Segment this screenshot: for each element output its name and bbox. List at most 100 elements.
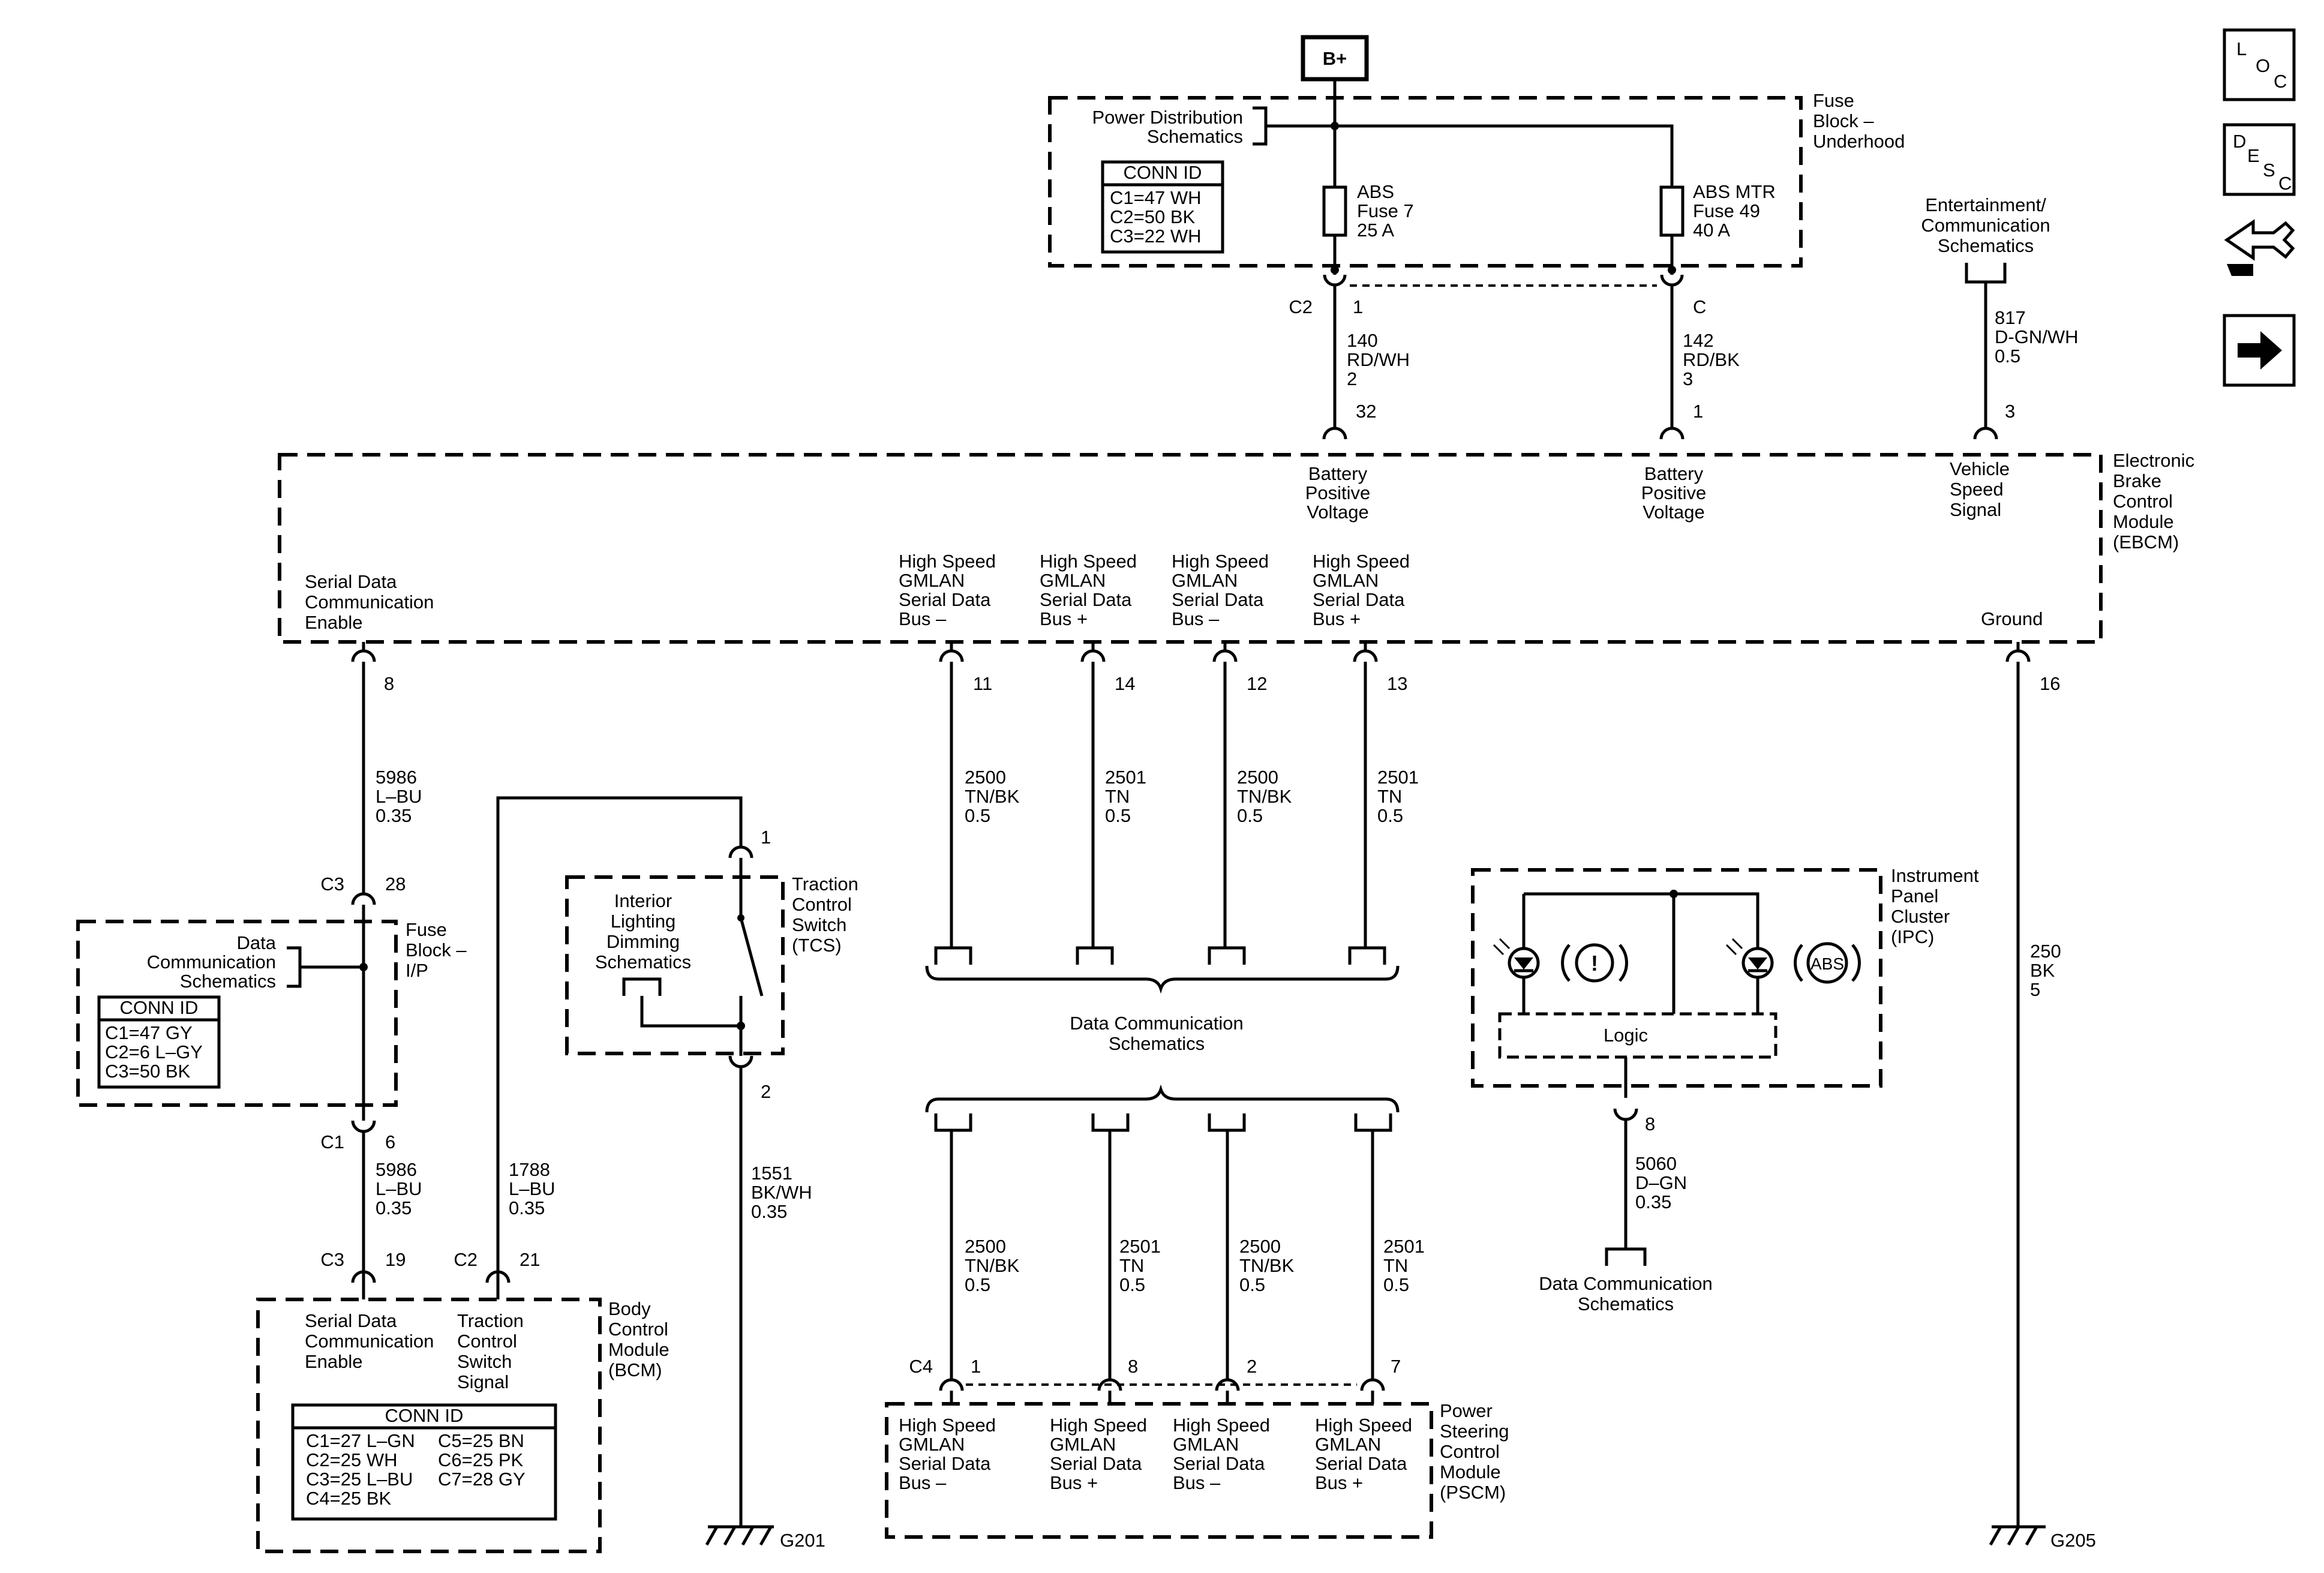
pscm-hs-bus-4: High Speed GMLAN Serial Data Bus + <box>1315 1415 1412 1493</box>
ebcm-vehicle-speed: Vehicle Speed Signal <box>1950 458 2010 520</box>
svg-text:ABS: ABS <box>1810 954 1844 973</box>
pscm-pin-1: 1 <box>971 1356 981 1377</box>
svg-text:3: 3 <box>1683 368 1693 389</box>
fuse-abs-mtr-label: ABS MTR Fuse 49 40 A <box>1693 181 1776 241</box>
svg-text:Bus +: Bus + <box>1313 608 1361 629</box>
svg-text:Communication: Communication <box>147 951 276 972</box>
svg-text:Serial Data: Serial Data <box>1173 1453 1265 1474</box>
pin-19: 19 <box>385 1249 406 1270</box>
ebcm-box <box>278 453 2103 644</box>
svg-text:Fuse 7: Fuse 7 <box>1357 200 1414 221</box>
svg-text:5986: 5986 <box>376 767 417 788</box>
svg-text:Interior: Interior <box>614 890 672 911</box>
svg-text:Serial Data: Serial Data <box>1315 1453 1407 1474</box>
pin-13: 13 <box>1387 673 1407 694</box>
pin-3: 3 <box>2005 401 2015 422</box>
svg-text:Serial Data: Serial Data <box>305 571 397 592</box>
bplus-label: B+ <box>1323 48 1347 69</box>
svg-text:C1=47 GY: C1=47 GY <box>105 1022 193 1043</box>
svg-text:Power: Power <box>1440 1400 1493 1421</box>
pscm-pin-8: 8 <box>1128 1356 1138 1377</box>
svg-text:Schematics: Schematics <box>1147 126 1243 147</box>
ground-g201-icon <box>705 1525 774 1546</box>
svg-text:C3=50 BK: C3=50 BK <box>105 1061 191 1082</box>
conn-c4-label: C4 <box>909 1356 933 1377</box>
svg-text:High Speed: High Speed <box>899 1415 996 1436</box>
svg-text:5986: 5986 <box>376 1159 417 1180</box>
wire-250-label: 250 BK 5 <box>2030 941 2061 1000</box>
next-arrow-icon[interactable] <box>2223 314 2296 387</box>
svg-text:(PSCM): (PSCM) <box>1440 1482 1506 1503</box>
ebcm-battery-voltage-2: Battery Positive Voltage <box>1641 463 1707 523</box>
svg-text:Traction: Traction <box>792 873 858 894</box>
fuse-abs-mtr <box>1659 185 1685 237</box>
wire-140-label: 140 RD/WH 2 <box>1347 330 1410 389</box>
pscm-hs-bus-3: High Speed GMLAN Serial Data Bus – <box>1173 1415 1270 1493</box>
svg-text:Bus +: Bus + <box>1315 1472 1363 1493</box>
loc-icon[interactable]: L O C <box>2223 28 2296 101</box>
abs-warning-icon: ABS <box>1794 942 1861 984</box>
svg-text:C: C <box>2278 173 2292 194</box>
fuse-abs-label: ABS Fuse 7 25 A <box>1357 181 1414 241</box>
svg-text:GMLAN: GMLAN <box>1040 570 1106 591</box>
svg-text:0.35: 0.35 <box>751 1201 787 1222</box>
pin-32: 32 <box>1356 401 1376 422</box>
svg-text:RD/BK: RD/BK <box>1683 349 1740 370</box>
conn-id-bcm: CONN ID C1=27 L–GN C2=25 WH C3=25 L–BU C… <box>291 1403 557 1521</box>
svg-text:Schematics: Schematics <box>595 951 691 972</box>
svg-text:!: ! <box>1591 951 1598 975</box>
svg-text:Enable: Enable <box>305 1351 363 1372</box>
pin-1-bat2: 1 <box>1693 401 1703 422</box>
svg-text:Enable: Enable <box>305 612 363 633</box>
svg-text:Control: Control <box>608 1319 668 1340</box>
fuse-abs <box>1322 185 1347 237</box>
svg-text:Brake: Brake <box>2113 470 2161 491</box>
svg-text:CONN ID: CONN ID <box>385 1405 464 1426</box>
svg-text:0.5: 0.5 <box>1383 1274 1409 1295</box>
ipc-box <box>1471 868 1882 1088</box>
svg-text:250: 250 <box>2030 941 2061 962</box>
ipc-logic-box <box>1498 1012 1777 1059</box>
svg-text:1788: 1788 <box>509 1159 550 1180</box>
svg-text:TN/BK: TN/BK <box>1239 1255 1295 1276</box>
ebcm-title: Electronic Brake Control Module (EBCM) <box>2113 450 2194 553</box>
svg-text:Bus –: Bus – <box>1172 608 1220 629</box>
svg-text:Cluster: Cluster <box>1891 906 1950 927</box>
svg-text:Panel: Panel <box>1891 885 1938 906</box>
svg-text:2: 2 <box>1347 368 1357 389</box>
brake-warning-icon: ! <box>1561 943 1628 983</box>
svg-text:Electronic: Electronic <box>2113 450 2194 471</box>
svg-text:Battery: Battery <box>1644 463 1704 484</box>
conn-c2-label: C2 <box>1289 296 1313 317</box>
conn-c1-label: C1 <box>320 1131 344 1152</box>
tcs-pin-1: 1 <box>761 827 771 848</box>
svg-text:Control: Control <box>792 894 852 915</box>
svg-text:Bus +: Bus + <box>1040 608 1088 629</box>
svg-text:TN/BK: TN/BK <box>965 786 1020 807</box>
ebcm-ground-label: Ground <box>1981 608 2043 629</box>
svg-text:(BCM): (BCM) <box>608 1359 662 1380</box>
svg-text:0.5: 0.5 <box>1105 805 1131 826</box>
pscm-connector-pins <box>939 1378 1385 1404</box>
svg-text:GMLAN: GMLAN <box>899 1434 965 1455</box>
svg-text:C7=28 GY: C7=28 GY <box>438 1469 526 1490</box>
svg-text:C1=47 WH: C1=47 WH <box>1110 187 1201 208</box>
svg-text:C2=25 WH: C2=25 WH <box>306 1449 397 1470</box>
svg-text:Serial Data: Serial Data <box>1172 589 1264 610</box>
svg-text:Block –: Block – <box>1813 110 1874 131</box>
svg-text:Bus +: Bus + <box>1050 1472 1098 1493</box>
svg-text:0.35: 0.35 <box>1635 1191 1671 1212</box>
connector-icon[interactable] <box>2224 219 2295 276</box>
fuse-block-ip-label: Fuse Block – I/P <box>406 919 467 981</box>
svg-text:2500: 2500 <box>1237 767 1278 788</box>
bcm-title: Body Control Module (BCM) <box>608 1298 669 1380</box>
svg-text:GMLAN: GMLAN <box>899 570 965 591</box>
svg-text:L–BU: L–BU <box>376 1178 422 1199</box>
conn-id-underhood: CONN ID C1=47 WH C2=50 BK C3=22 WH <box>1101 160 1224 254</box>
svg-text:L–BU: L–BU <box>509 1178 556 1199</box>
svg-text:Power Distribution: Power Distribution <box>1092 107 1243 128</box>
svg-text:D–GN: D–GN <box>1635 1172 1687 1193</box>
desc-icon[interactable]: D E S C <box>2223 123 2296 196</box>
svg-text:Serial Data: Serial Data <box>1040 589 1132 610</box>
svg-text:0.5: 0.5 <box>1239 1274 1265 1295</box>
